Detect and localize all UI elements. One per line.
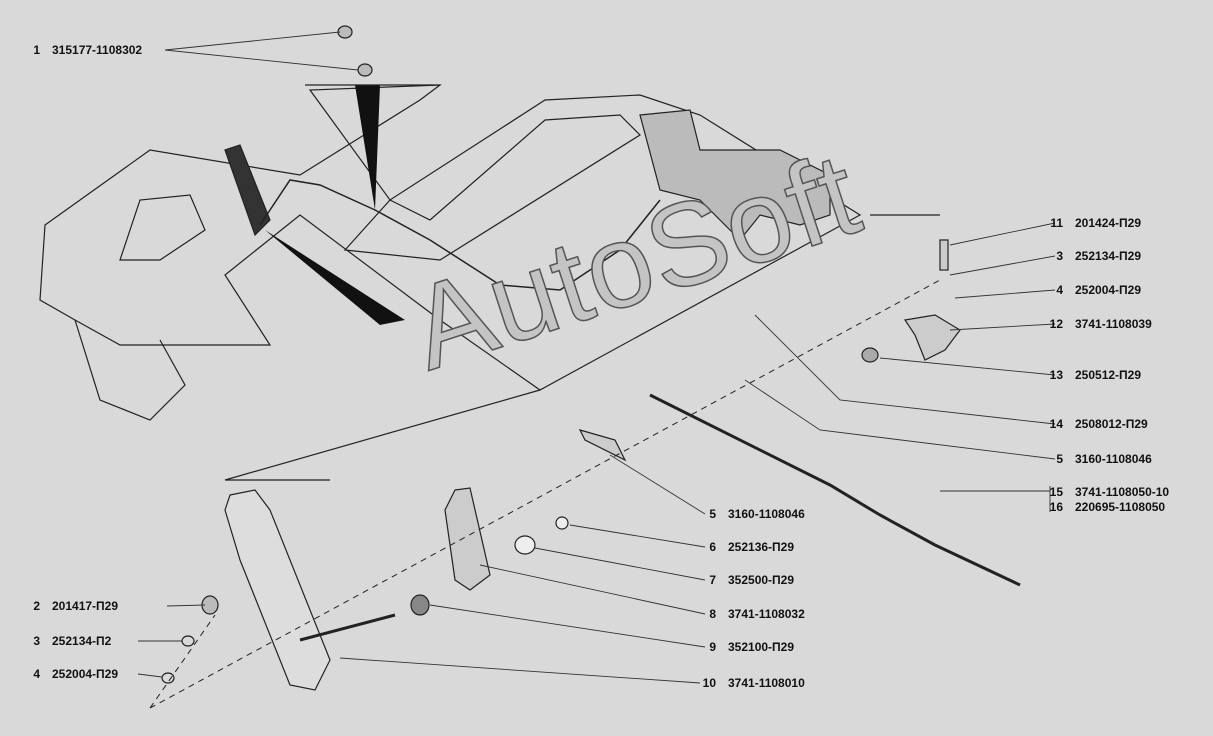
intake-manifold [639,109,831,241]
throttle-cable [649,393,1021,587]
exploded-pedal [224,489,331,691]
installed-pedal [224,144,271,237]
